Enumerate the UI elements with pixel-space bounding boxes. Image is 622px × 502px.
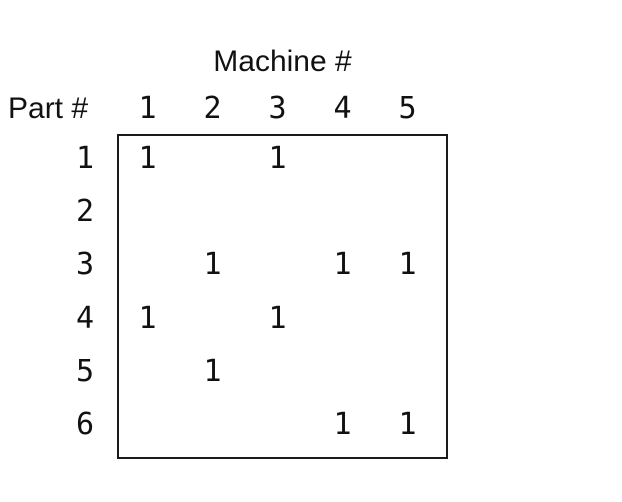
part-row-label: 6 (75, 407, 95, 443)
matrix-cell (310, 185, 375, 238)
part-row-label: 4 (75, 300, 95, 336)
part-row-label: 1 (75, 140, 95, 176)
matrix-cell: 1 (203, 247, 222, 283)
part-row-label: 2 (75, 193, 95, 229)
matrix-cell (245, 399, 310, 452)
matrix-cell: 1 (138, 300, 157, 336)
matrix-cell: 1 (268, 300, 287, 336)
matrix-box (117, 134, 448, 459)
matrix-cell (245, 185, 310, 238)
matrix-cell (115, 185, 180, 238)
incidence-matrix: 1 1 1 1 1 1 1 1 1 1 (115, 132, 440, 452)
machine-col-header: 3 (268, 91, 287, 126)
matrix-cell: 1 (398, 247, 417, 283)
matrix-cell (310, 132, 375, 185)
matrix-cell: 1 (203, 353, 222, 389)
matrix-cell (180, 292, 245, 345)
part-row-labels: 1 2 3 4 5 6 (66, 132, 104, 452)
part-row-label: 5 (75, 353, 95, 389)
matrix-cell (375, 132, 440, 185)
matrix-cell: 1 (138, 140, 157, 176)
matrix-cell (375, 345, 440, 398)
machine-column-headers: 1 2 3 4 5 (115, 94, 440, 124)
matrix-cell: 1 (398, 407, 417, 443)
matrix-cell (115, 345, 180, 398)
matrix-cell (180, 399, 245, 452)
matrix-cell (180, 132, 245, 185)
part-row-label: 3 (75, 247, 95, 283)
matrix-cell (310, 345, 375, 398)
matrix-cell (375, 185, 440, 238)
machine-col-header: 1 (138, 91, 157, 126)
matrix-cell (115, 239, 180, 292)
part-axis-label: Part # (8, 92, 89, 125)
matrix-cell: 1 (333, 407, 352, 443)
matrix-cell (115, 399, 180, 452)
matrix-cell (245, 239, 310, 292)
matrix-cell (310, 292, 375, 345)
matrix-cell (180, 185, 245, 238)
machine-col-header: 5 (398, 91, 417, 126)
machine-col-header: 4 (333, 91, 352, 126)
matrix-cell: 1 (268, 140, 287, 176)
machine-col-header: 2 (203, 91, 222, 126)
matrix-cell (375, 292, 440, 345)
figure-title: Machine # (213, 45, 352, 78)
matrix-cell (245, 345, 310, 398)
matrix-cell: 1 (333, 247, 352, 283)
